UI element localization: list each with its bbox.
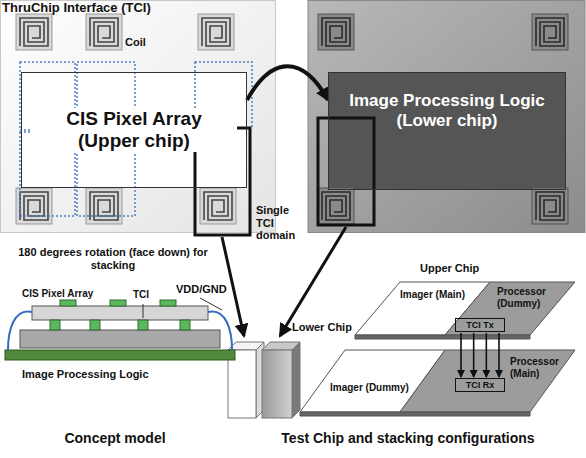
heading: ThruChip Interface (TCI) [2, 1, 151, 16]
part-label: Imager (Main) [400, 289, 465, 301]
node-fill [21, 72, 247, 188]
coils [16, 14, 568, 224]
part-label: Processor (Main) [510, 356, 568, 379]
coil [532, 14, 568, 50]
node-text: CIS Pixel Array (Upper chip) [31, 108, 237, 152]
coil [318, 188, 354, 224]
coil [200, 188, 236, 224]
signal-arrow [486, 333, 488, 377]
logic-box: Image Processing Logic (Lower chip) [328, 72, 566, 190]
coil [16, 188, 52, 224]
part-label: Image Processing Logic [22, 368, 149, 381]
coil-winding [536, 18, 564, 46]
test-chip [228, 342, 300, 418]
lower-chip-panel [308, 1, 585, 233]
caption-text: Concept model [10, 430, 220, 446]
coil-winding [322, 192, 350, 220]
part-label: Upper Chip [420, 262, 479, 275]
tci-tx-box: TCI Tx [455, 318, 505, 332]
node-text: TCI Tx [466, 320, 494, 330]
pointer-arrow [280, 227, 346, 336]
coil [318, 14, 354, 50]
node-text: Image Processing Logic (Lower chip) [340, 91, 554, 130]
coil-winding [90, 18, 118, 46]
part-label: TCI [133, 289, 149, 301]
coil [86, 188, 122, 224]
coil-winding [536, 192, 564, 220]
coil [198, 14, 234, 50]
node-fills [21, 72, 566, 392]
connector [247, 66, 328, 100]
node-fill [328, 72, 566, 190]
signal-arrow [460, 333, 462, 377]
connector [461, 333, 499, 377]
coil [532, 188, 568, 224]
tci-domains [20, 62, 252, 216]
node-text: TCI Rx [466, 380, 495, 390]
part-label: CIS Pixel Array [22, 288, 93, 300]
coil [86, 14, 122, 50]
pixel-array-box: CIS Pixel Array (Upper chip) [21, 72, 247, 188]
part-label: Imager (Dummy) [330, 382, 409, 394]
coil-winding [20, 18, 48, 46]
signal-arrow [473, 333, 475, 377]
domain-highlight [318, 118, 374, 225]
concept-model [5, 298, 235, 360]
curved-arrow [247, 66, 328, 100]
stacking-plates [300, 282, 575, 416]
coil [16, 14, 52, 50]
part-label: Processor (Dummy) [497, 286, 571, 309]
caption-text: Test Chip and stacking configurations [230, 430, 586, 446]
note: 180 degrees rotation (face down) for sta… [18, 246, 208, 271]
coil-winding [322, 18, 350, 46]
signal-name: VDD/GND [176, 283, 227, 296]
upper-chip-panel [1, 1, 276, 233]
signal-arrow [498, 333, 500, 377]
part-label: Single TCI domain [256, 204, 306, 242]
part-label: Lower Chip [292, 321, 352, 334]
coil-winding [202, 18, 230, 46]
part-label: Coil [125, 36, 146, 49]
coil-winding [204, 192, 232, 220]
tci-rx-box: TCI Rx [455, 378, 505, 392]
